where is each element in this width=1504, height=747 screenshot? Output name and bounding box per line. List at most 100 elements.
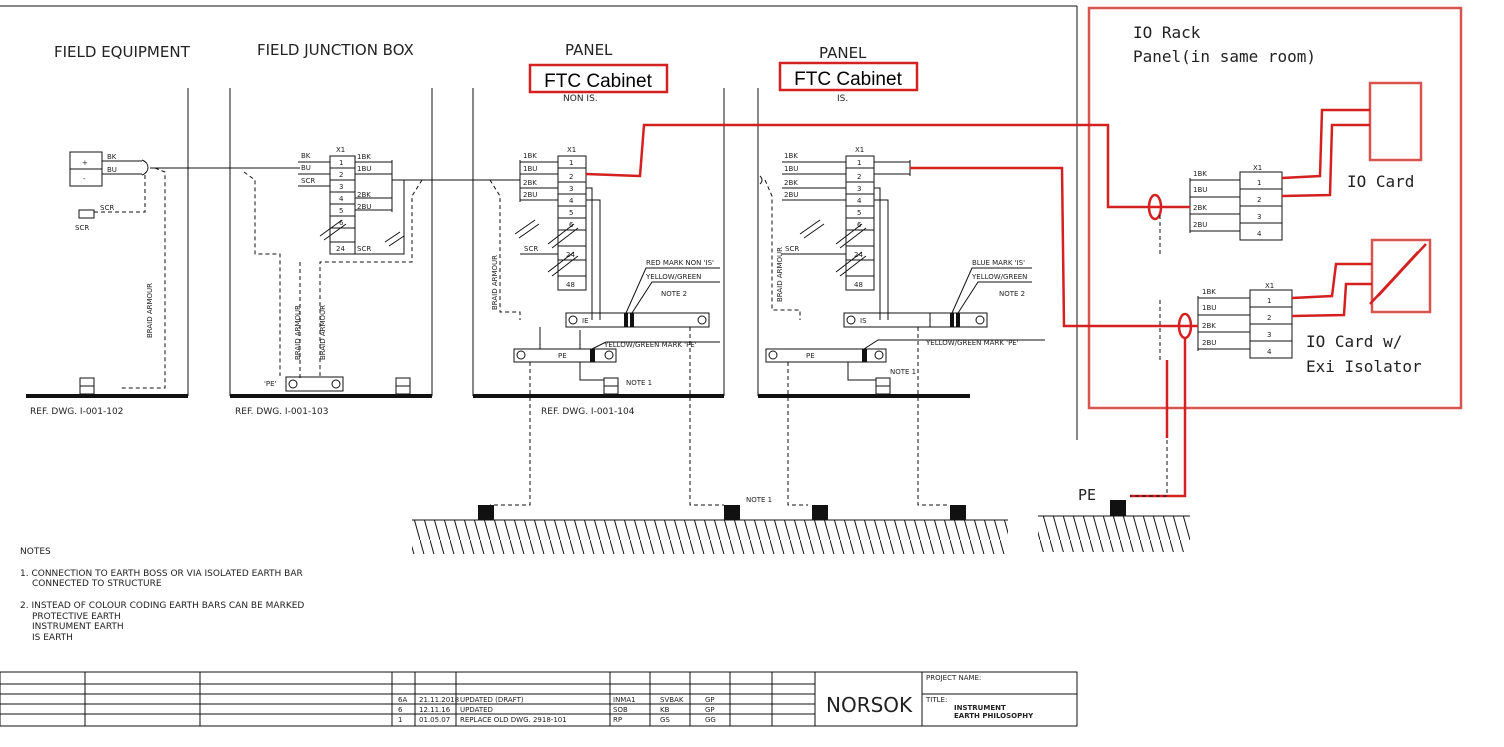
svg-text:4: 4: [1267, 348, 1272, 356]
norsok-logo: NORSOK: [826, 693, 913, 717]
svg-text:6: 6: [857, 221, 862, 229]
yellow-green-pe-label-2: YELLOW/GREEN MARK 'PE': [925, 339, 1019, 347]
red-wire-io-2: [1281, 123, 1370, 198]
svg-text:01.05.07: 01.05.07: [419, 716, 450, 724]
svg-text:2BU: 2BU: [784, 191, 798, 199]
earth-boss-ground-3: [812, 505, 828, 520]
svg-text:48: 48: [854, 281, 863, 289]
minus-sign: -: [83, 175, 86, 183]
wire-label-bk: BK: [107, 153, 117, 161]
svg-text:SCR: SCR: [785, 245, 799, 253]
io-x1-upper-label: X1: [1253, 164, 1262, 172]
svg-text:1: 1: [398, 716, 402, 724]
red-wire-io-1: [1281, 108, 1370, 180]
panel2-terminal-strip: 1 2 3 4 5 6 24 48: [835, 155, 875, 291]
pe-bar-1: [513, 348, 617, 363]
svg-text:SOB: SOB: [613, 706, 628, 714]
scr-label-2: SCR: [75, 224, 89, 232]
drawing-title-line-2: EARTH PHILOSOPHY: [954, 712, 1034, 720]
panel1-x1-label: X1: [567, 146, 576, 154]
fjb-pe-bar: [285, 376, 344, 392]
svg-text:1BU: 1BU: [523, 165, 537, 173]
note-1-line-2: CONNECTED TO STRUCTURE: [32, 579, 162, 589]
screen-terminal: [78, 209, 95, 219]
note2-label-2: NOTE 2: [999, 290, 1025, 298]
braid-armour-label-4: BRAID ARMOUR: [491, 255, 499, 310]
io-terminal-strip-lower: 1 2 3 4: [1249, 289, 1293, 359]
plus-sign: +: [82, 159, 88, 167]
red-wire-non-is: [585, 123, 1190, 209]
ref-dwg-102: REF. DWG. I-001-102: [30, 407, 123, 417]
ie-earth-bar: [565, 312, 710, 328]
braid-armour-label-2: BRAID ARMOUR: [294, 305, 302, 360]
svg-text:SVBAK: SVBAK: [660, 696, 684, 704]
svg-text:1BK: 1BK: [1193, 170, 1207, 178]
svg-text:6A: 6A: [398, 696, 407, 704]
svg-text:1BU: 1BU: [357, 165, 371, 173]
drawing-title-line-1: INSTRUMENT: [954, 704, 1006, 712]
svg-text:1: 1: [1257, 179, 1261, 187]
earth-boss-ground-4: [950, 505, 966, 520]
heading-field-junction-box: FIELD JUNCTION BOX: [257, 41, 414, 59]
svg-text:2BU: 2BU: [523, 191, 537, 199]
fjb-terminal-strip: 1 2 3 4 5 6 24: [319, 155, 356, 255]
heading-field-equipment: FIELD EQUIPMENT: [54, 43, 191, 61]
svg-text:2: 2: [339, 171, 343, 179]
title-label: TITLE:: [925, 696, 947, 704]
svg-text:2BK: 2BK: [357, 191, 371, 199]
svg-text:24: 24: [336, 245, 345, 253]
svg-text:1: 1: [569, 159, 573, 167]
svg-text:2: 2: [1267, 314, 1271, 322]
io-card-exi-label-2: Exi Isolator: [1306, 357, 1422, 376]
exi-isolator-box: [1370, 238, 1432, 314]
svg-text:2BK: 2BK: [523, 179, 537, 187]
svg-text:21.11.2018: 21.11.2018: [419, 696, 459, 704]
svg-text:1: 1: [857, 159, 861, 167]
svg-text:SCR: SCR: [357, 245, 371, 253]
io-rack-subtitle: Panel(in same room): [1133, 47, 1316, 66]
ref-dwg-104: REF. DWG. I-001-104: [541, 407, 635, 417]
svg-text:1BU: 1BU: [1202, 304, 1216, 312]
svg-text:1BK: 1BK: [1202, 288, 1216, 296]
earth-boss-ground-5: [1110, 500, 1126, 516]
svg-text:4: 4: [569, 197, 574, 205]
svg-text:3: 3: [1267, 331, 1271, 339]
svg-text:1BK: 1BK: [523, 152, 537, 160]
braid-armour-label-3: BRAID ARMOUR: [319, 305, 327, 360]
label-non-is: NON IS.: [563, 94, 598, 104]
red-wire-pe-2: [1130, 338, 1187, 498]
fjb-pe-label: 'PE': [264, 380, 277, 388]
svg-text:2BK: 2BK: [1193, 204, 1207, 212]
io-x1-lower-label: X1: [1265, 282, 1274, 290]
svg-text:2BK: 2BK: [1202, 322, 1216, 330]
svg-text:SCR: SCR: [524, 245, 538, 253]
red-wire-exi-2: [1291, 282, 1372, 318]
pe-bar-1-label: PE: [558, 352, 567, 360]
svg-text:3: 3: [569, 185, 573, 193]
label-is: IS.: [837, 94, 848, 104]
note-2-line-2: PROTECTIVE EARTH: [32, 612, 121, 622]
cable-gland: [141, 159, 149, 176]
io-card-box: [1368, 81, 1423, 162]
svg-text:2: 2: [569, 173, 573, 181]
yellow-green-pe-label-1: YELLOW/GREEN MARK 'PE': [603, 341, 697, 349]
earth-boss-ground-1: [478, 505, 494, 520]
svg-text:2: 2: [1257, 196, 1261, 204]
note-2-line-4: IS EARTH: [32, 633, 73, 643]
red-wire-exi-1: [1291, 262, 1372, 300]
io-rack-title: IO Rack: [1133, 23, 1201, 42]
braid-armour-label-1: BRAID ARMOUR: [146, 283, 154, 338]
ftc-cabinet-box-2: [778, 61, 919, 92]
svg-text:6: 6: [569, 221, 574, 229]
note-1-line-1: 1. CONNECTION TO EARTH BOSS OR VIA ISOLA…: [20, 569, 303, 579]
io-rack-pe-label: PE: [1078, 486, 1096, 504]
svg-text:GS: GS: [660, 716, 670, 724]
svg-text:UPDATED: UPDATED: [460, 706, 493, 714]
ie-bar-label: IE: [582, 317, 589, 325]
red-mark-label: RED MARK NON 'IS': [646, 259, 714, 267]
red-wire-is: [910, 166, 1198, 328]
svg-text:REPLACE OLD DWG. 2918-101: REPLACE OLD DWG. 2918-101: [460, 716, 567, 724]
svg-text:6: 6: [339, 219, 344, 227]
yellow-green-label-1: YELLOW/GREEN: [645, 273, 701, 281]
